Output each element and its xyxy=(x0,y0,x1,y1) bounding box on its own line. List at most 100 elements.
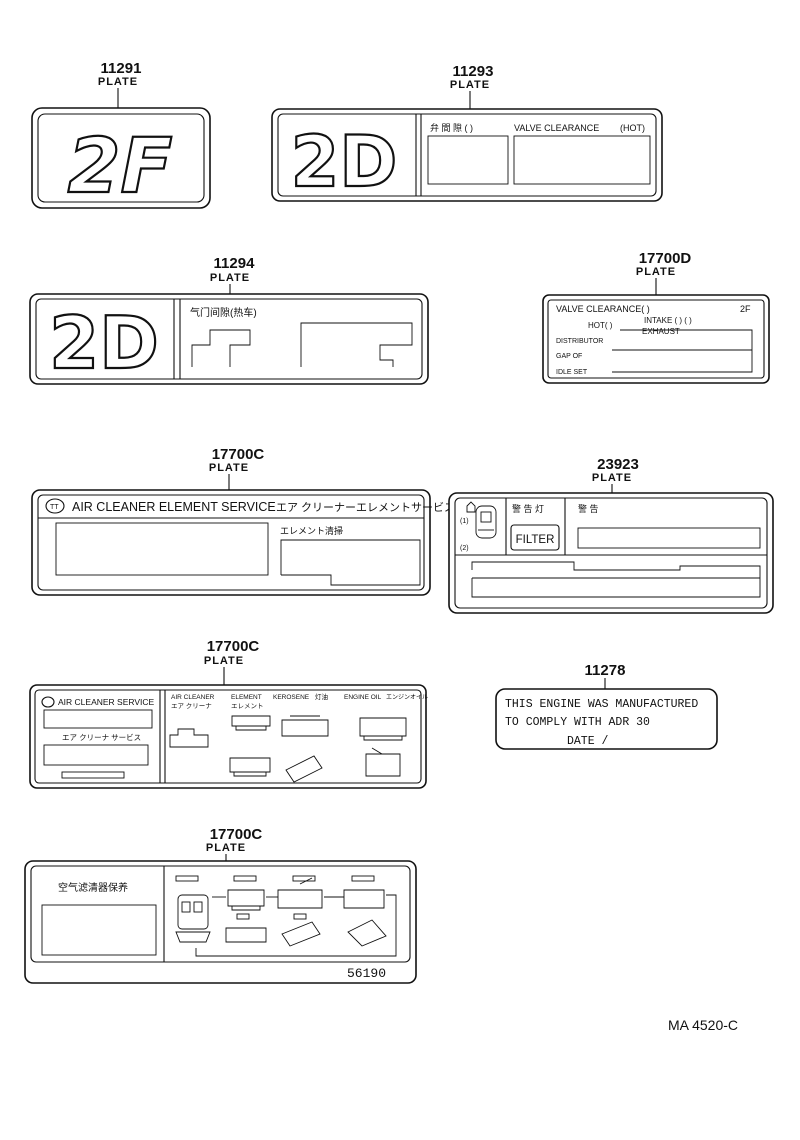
plate-outline xyxy=(24,860,417,984)
air-cleaner-icon xyxy=(175,894,211,943)
col-header: ELEMENT xyxy=(231,694,262,701)
part-number: 11278 xyxy=(585,662,626,679)
emblem-text: 2D xyxy=(291,121,398,203)
gap-label: GAP OF xyxy=(556,353,582,360)
part-number: 11291 xyxy=(101,60,142,77)
plate-outline xyxy=(29,684,427,789)
plate-outline xyxy=(542,294,770,384)
logo-icon: TT xyxy=(50,504,59,511)
col-header-jp: 灯油 xyxy=(315,692,328,701)
element-icon xyxy=(227,889,265,911)
title-cn: 空气滤清器保养 xyxy=(58,881,128,894)
tag-box xyxy=(236,913,250,920)
plate-outline xyxy=(495,688,718,750)
kerosene-tray-icon xyxy=(281,715,329,737)
distributor-label: DISTRIBUTOR xyxy=(556,338,603,345)
part-number: 17700C xyxy=(212,446,265,463)
plate-11294: 11294 PLATE 2D 气门间隙(热车) xyxy=(29,255,429,386)
logo-icon xyxy=(41,696,55,708)
flow-line xyxy=(195,894,397,957)
kerosene-tray-icon xyxy=(277,877,323,909)
part-number: 23923 xyxy=(597,456,639,473)
plate-17700C-b: 17700C PLATE AIR CLEANER SERVICE エア クリーナ… xyxy=(29,638,428,789)
tag-box xyxy=(233,875,257,882)
plate-23923: 23923 PLATE (1) (2) 警 告 灯 警 告 FILTER xyxy=(448,456,774,614)
engine-oil-icon xyxy=(347,919,387,947)
title-jp: エア クリーナーエレメントサービス xyxy=(276,501,455,514)
engine-oil-icon xyxy=(343,889,385,909)
plate-outline xyxy=(31,489,431,596)
filter-label: FILTER xyxy=(516,534,555,546)
part-label: PLATE xyxy=(636,266,676,278)
tag-box xyxy=(292,875,316,882)
plate-inner-border xyxy=(37,494,425,591)
part-number: 11294 xyxy=(214,255,256,272)
value-box xyxy=(43,709,153,729)
tag-box xyxy=(175,875,199,882)
part-label: PLATE xyxy=(209,462,249,474)
part-label: PLATE xyxy=(206,842,246,854)
plate-outline xyxy=(448,492,774,614)
header-jp: 警 告 xyxy=(578,503,599,514)
part-number: 17700C xyxy=(207,638,260,655)
emblem-text: 2F xyxy=(68,121,173,210)
header-hot: (HOT) xyxy=(620,123,645,133)
engine-oil-icon xyxy=(359,717,407,741)
logo-icon xyxy=(45,498,65,514)
part-label: PLATE xyxy=(98,76,138,88)
air-cleaner-icon xyxy=(169,728,209,748)
marker-label: (1) xyxy=(460,518,469,525)
plate-17700C-c: 17700C PLATE 空气滤清器保养 56190 xyxy=(24,826,417,984)
part-label: PLATE xyxy=(204,655,244,667)
value-box xyxy=(41,904,157,956)
hot-label: HOT( ) xyxy=(588,321,613,330)
value-box xyxy=(300,322,413,367)
value-box xyxy=(612,329,753,373)
marker-label: (2) xyxy=(460,545,469,552)
element-icon xyxy=(229,757,271,777)
plate-11291: 11291 PLATE 2F xyxy=(31,60,211,211)
valve-clearance-line: VALVE CLEARANCE( ) xyxy=(556,304,650,314)
title-en: AIR CLEANER ELEMENT SERVICE xyxy=(72,500,276,514)
header-valve-clearance: VALVE CLEARANCE xyxy=(514,123,599,133)
value-box xyxy=(43,744,149,766)
value-box xyxy=(427,135,509,185)
filter-button-graphic xyxy=(510,524,560,551)
part-label: PLATE xyxy=(450,79,490,91)
left-title: AIR CLEANER SERVICE xyxy=(58,697,155,707)
plate-inner-border xyxy=(454,497,768,609)
value-box xyxy=(61,771,125,779)
col-header-jp: エレメント xyxy=(231,703,264,710)
part-number: 11293 xyxy=(453,63,494,80)
idle-label: IDLE SET xyxy=(556,369,588,376)
kerosene-tray-icon xyxy=(281,921,321,947)
value-box xyxy=(191,329,251,367)
value-box xyxy=(513,135,651,185)
part-label: PLATE xyxy=(592,472,632,484)
plate-inner-border xyxy=(30,865,411,963)
warning-lamp-icon xyxy=(466,501,497,539)
element-icon xyxy=(231,715,271,731)
part-number: 17700C xyxy=(210,826,263,843)
intake-label: INTAKE ( ) ( ) xyxy=(644,316,692,325)
plate-code: 56190 xyxy=(347,966,386,981)
plate-11278: 11278 THIS ENGINE WAS MANUFACTURED TO CO… xyxy=(495,662,718,750)
value-box xyxy=(55,522,269,576)
subtitle-jp: エレメント清掃 xyxy=(280,525,343,536)
part-label: PLATE xyxy=(210,272,250,284)
plate-outline xyxy=(31,107,211,209)
plate-inner-border xyxy=(277,113,657,197)
plate-11293: 11293 PLATE 2D 弁 間 隙 ( ) VALVE CLEARANCE… xyxy=(271,63,663,204)
value-box xyxy=(280,539,421,586)
left-jp: エア クリーナ サービス xyxy=(62,733,141,742)
col-header-jp: エア クリーナ xyxy=(171,702,212,710)
emblem-text: 2D xyxy=(49,301,159,385)
text-line-3: DATE / xyxy=(567,735,609,748)
element-icon xyxy=(225,927,267,943)
value-box xyxy=(471,561,761,598)
text-line-1: THIS ENGINE WAS MANUFACTURED xyxy=(505,698,698,711)
engine-code: 2F xyxy=(740,304,751,314)
part-number: 17700D xyxy=(639,250,692,267)
plate-inner-border xyxy=(547,299,765,379)
col-header: ENGINE OIL xyxy=(344,694,382,701)
